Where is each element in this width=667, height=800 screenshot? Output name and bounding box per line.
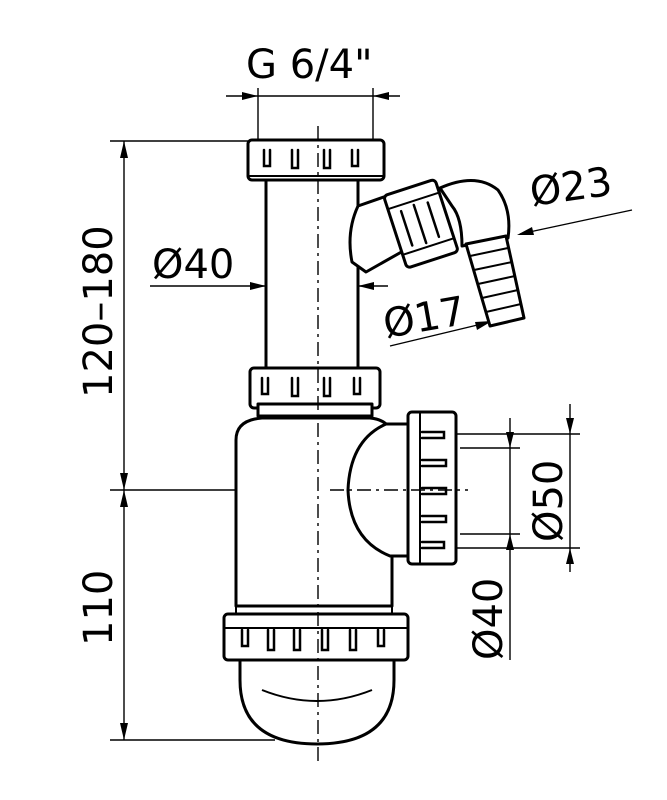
label-height-upper: 120–180 [76,225,122,398]
label-outlet-outer-diameter: Ø50 [526,460,572,542]
center-lines [317,126,468,764]
label-side-outlet-diameter: Ø23 [527,159,615,216]
dimension-labels: G 6/4" Ø40 Ø23 Ø17 120–180 110 Ø50 Ø40 [76,42,615,660]
side-nut [383,178,459,269]
hose-elbow [438,178,511,248]
label-inlet-thread: G 6/4" [246,42,372,88]
inlet-tube [264,170,360,374]
siphon-body [222,138,526,746]
label-inlet-diameter: Ø40 [152,242,234,288]
label-hose-nozzle-diameter: Ø17 [380,288,469,348]
bottom-nut [222,612,410,662]
label-height-lower: 110 [76,570,122,646]
top-nut [246,138,386,182]
label-outlet-inner-diameter: Ø40 [466,578,512,660]
